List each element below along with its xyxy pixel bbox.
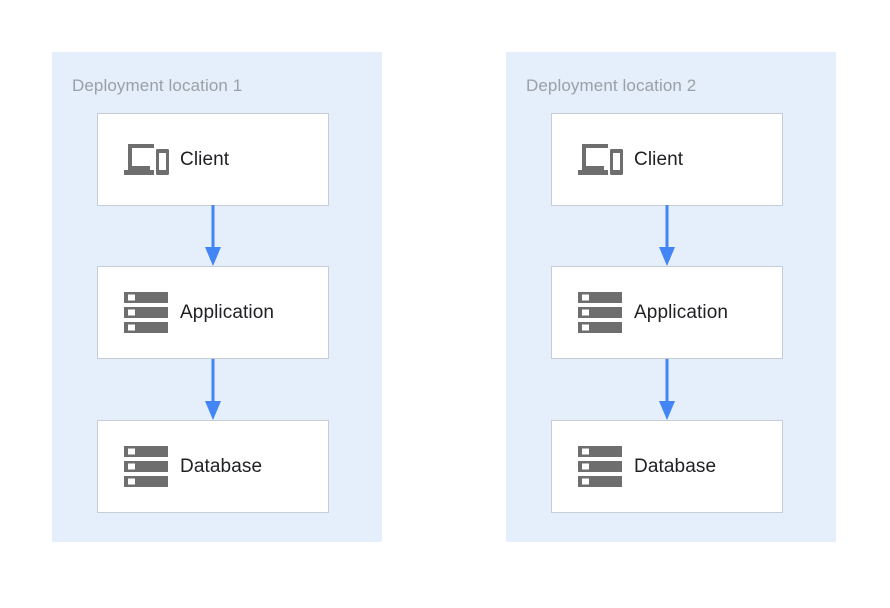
zone-1-arrow-client-application bbox=[202, 205, 224, 267]
zone-1-arrow-application-database bbox=[202, 359, 224, 421]
server-icon bbox=[570, 290, 630, 336]
zone-2-node-application-label: Application bbox=[634, 301, 729, 323]
zone-2-node-database[interactable]: Database bbox=[551, 420, 783, 513]
zone-1-node-application-label: Application bbox=[180, 301, 275, 323]
zone-1-node-client[interactable]: Client bbox=[97, 113, 329, 206]
zone-1-node-database[interactable]: Database bbox=[97, 420, 329, 513]
zone-2-node-client-label: Client bbox=[634, 148, 684, 170]
zone-1-title: Deployment location 1 bbox=[72, 76, 243, 95]
zone-1-node-database-label: Database bbox=[180, 455, 263, 477]
server-icon bbox=[116, 290, 176, 336]
devices-icon bbox=[116, 140, 176, 180]
deployment-zone-1: Deployment location 1 Client bbox=[52, 52, 382, 542]
zone-1-node-client-label: Client bbox=[180, 148, 230, 170]
zone-2-node-database-label: Database bbox=[634, 455, 717, 477]
zone-2-node-client[interactable]: Client bbox=[551, 113, 783, 206]
database-server-icon bbox=[116, 444, 176, 490]
devices-icon bbox=[570, 140, 630, 180]
zone-2-arrow-application-database bbox=[656, 359, 678, 421]
zone-2-arrow-client-application bbox=[656, 205, 678, 267]
deployment-zone-2: Deployment location 2 Client bbox=[506, 52, 836, 542]
zone-2-title: Deployment location 2 bbox=[526, 76, 697, 95]
database-server-icon bbox=[570, 444, 630, 490]
zone-1-node-application[interactable]: Application bbox=[97, 266, 329, 359]
zone-2-node-application[interactable]: Application bbox=[551, 266, 783, 359]
